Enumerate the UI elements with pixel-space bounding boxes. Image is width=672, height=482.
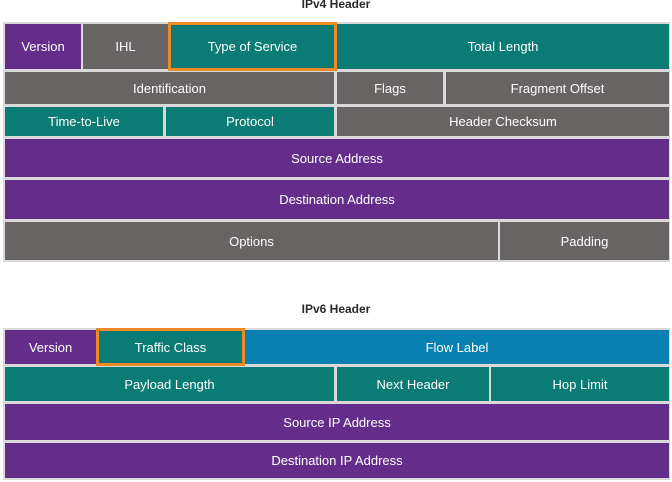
ipv4-field-total-length: Total Length <box>337 24 669 69</box>
field-label: Padding <box>560 233 609 249</box>
field-label: Time-to-Live <box>48 114 120 129</box>
field-label: Type of Service <box>207 39 298 54</box>
field-label: Version <box>21 39 65 54</box>
ipv4-field-time-to-live: Time-to-Live <box>5 107 163 136</box>
field-label: Protocol <box>226 114 274 129</box>
ipv4-field-identification: Identification <box>5 72 334 104</box>
ipv6-field-hop-limit: Hop Limit <box>491 367 669 401</box>
ipv6-field-destination-ip-address: Destination IP Address <box>5 443 669 478</box>
field-label: Payload Length <box>124 376 215 392</box>
ipv6-field-source-ip-address: Source IP Address <box>5 404 669 440</box>
field-label: Fragment Offset <box>510 80 605 96</box>
ipv4-field-protocol: Protocol <box>166 107 334 136</box>
ipv4-field-padding: Padding <box>500 222 669 260</box>
field-label: Destination Address <box>279 192 395 207</box>
field-label: Traffic Class <box>134 339 207 355</box>
ipv6-header-title: IPv6 Header <box>301 302 371 316</box>
field-label: Identification <box>133 80 206 96</box>
field-label: Header Checksum <box>449 114 557 129</box>
ipv4-field-flags: Flags <box>337 72 443 104</box>
ipv4-header-title: IPv4 Header <box>301 0 371 11</box>
field-label: Flags <box>374 80 406 96</box>
ipv4-field-options: Options <box>5 222 498 260</box>
field-label: Destination IP Address <box>271 453 403 468</box>
field-label: Total Length <box>467 39 539 54</box>
field-label: IHL <box>115 39 136 54</box>
ipv4-field-fragment-offset: Fragment Offset <box>446 72 669 104</box>
field-label: Next Header <box>376 376 450 392</box>
ipv6-field-next-header: Next Header <box>337 367 489 401</box>
field-label: Hop Limit <box>552 376 608 392</box>
field-label: Source Address <box>291 150 383 166</box>
field-label: Version <box>28 339 73 355</box>
field-label: Options <box>229 233 274 249</box>
ipv6-field-payload-length: Payload Length <box>5 367 334 401</box>
ipv6-field-version: Version <box>5 330 96 364</box>
field-label: Source IP Address <box>283 414 391 430</box>
ipv6-field-flow-label: Flow Label <box>245 330 669 364</box>
ipv4-field-version: Version <box>5 24 81 69</box>
field-label: Flow Label <box>425 339 489 355</box>
ipv4-field-source-address: Source Address <box>5 139 669 177</box>
ipv4-field-type-of-service: Type of Service <box>168 22 337 71</box>
ipv6-field-traffic-class: Traffic Class <box>96 328 245 366</box>
ipv4-field-header-checksum: Header Checksum <box>337 107 669 136</box>
ipv4-field-ihl: IHL <box>83 24 168 69</box>
ipv4-field-destination-address: Destination Address <box>5 180 669 219</box>
